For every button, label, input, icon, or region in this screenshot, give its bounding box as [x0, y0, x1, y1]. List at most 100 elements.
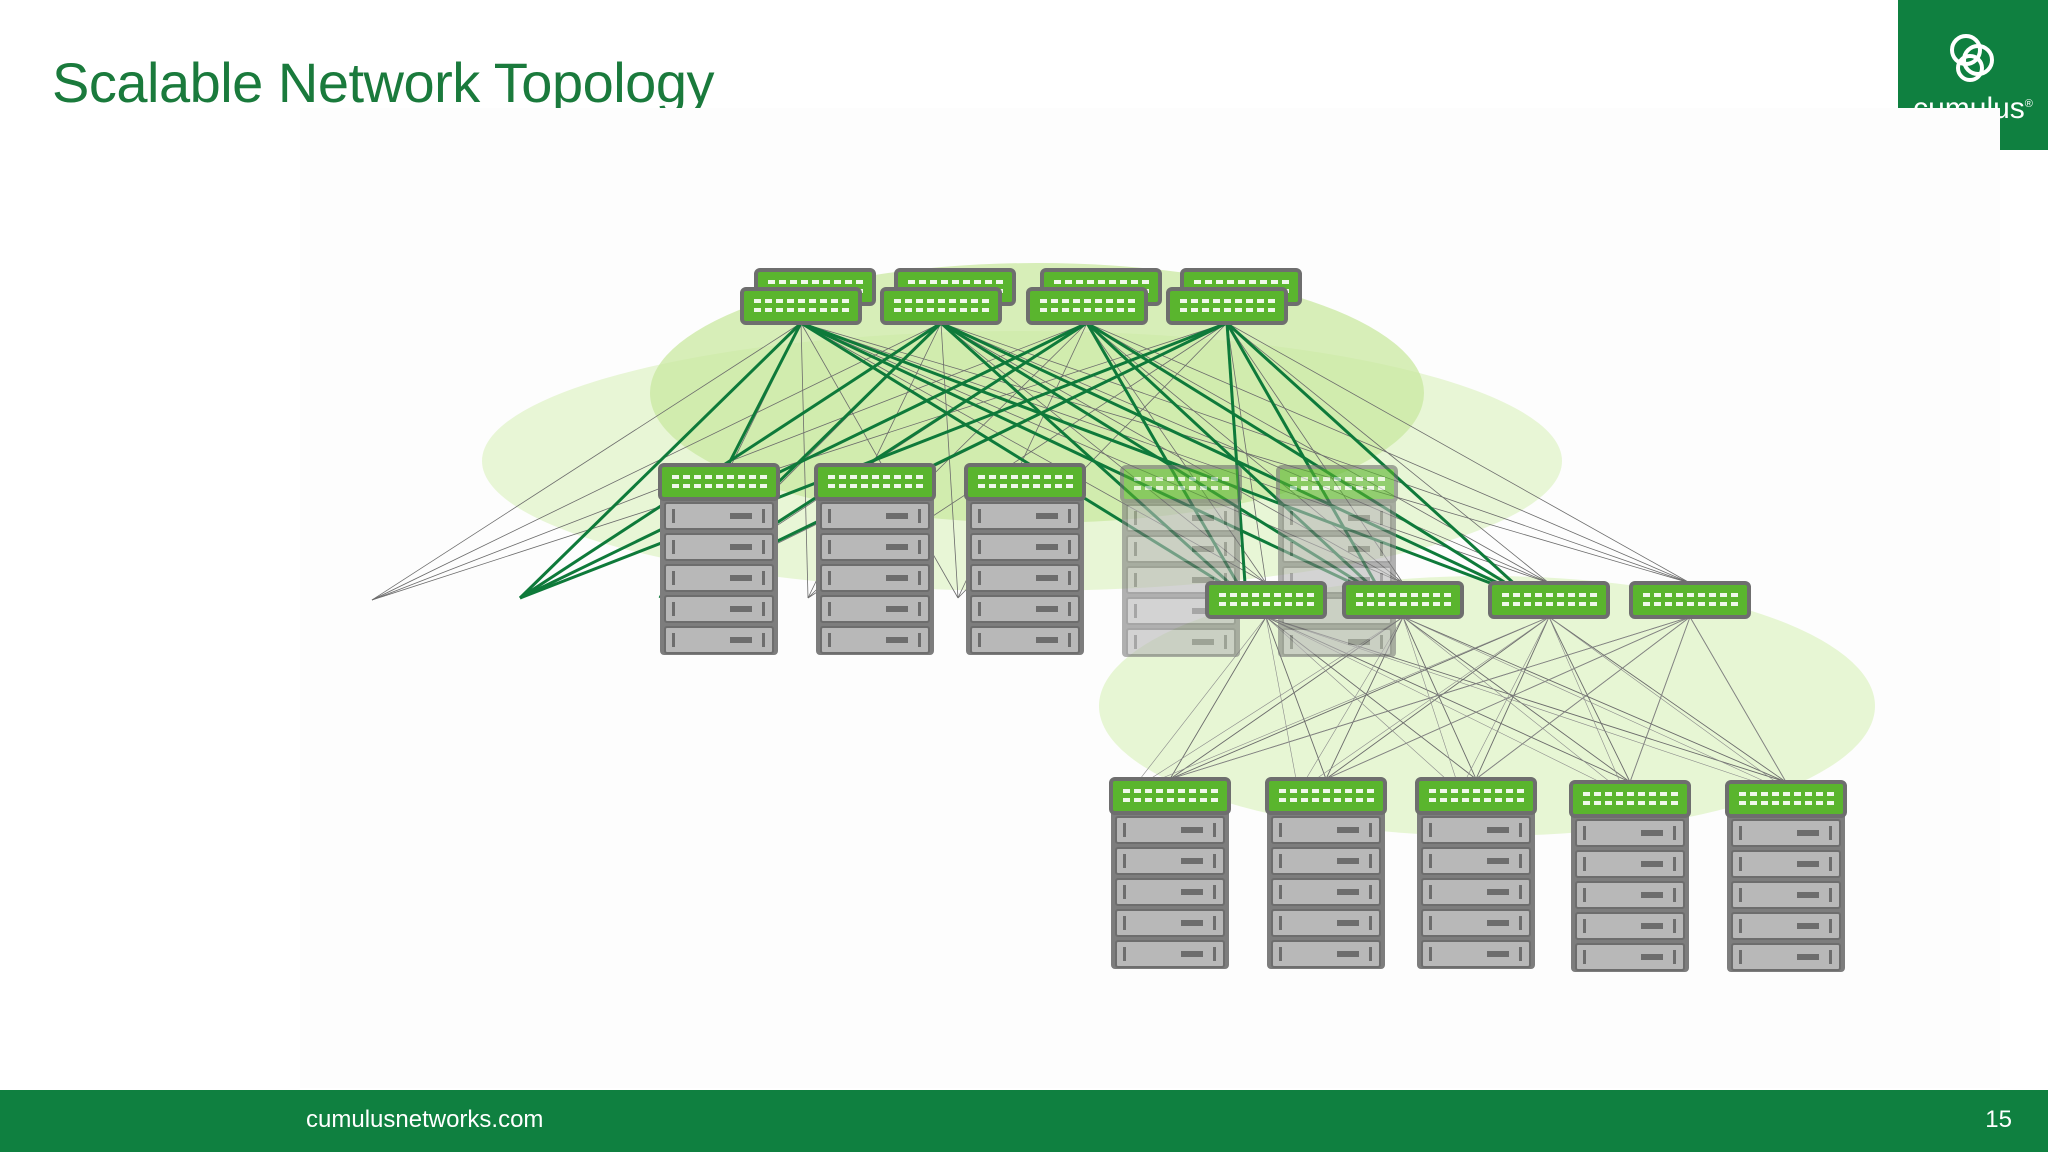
- pod1-rack-1-server-4: [664, 595, 774, 623]
- pod1-rack-1-server-1: [664, 502, 774, 530]
- pod1-rack-5-server-5: [1282, 628, 1392, 656]
- spine-4-uplink-1: [519, 321, 1228, 600]
- pod1-rack-3-tor-switch: [964, 463, 1086, 501]
- pod1-rack-3-server-3: [970, 564, 1080, 592]
- spine-switch-front-3: [1026, 287, 1148, 325]
- agg-1-to-pod2-alt-2: [1265, 616, 1297, 780]
- diagram-area: [300, 108, 2000, 1088]
- pod1-rack-2-server-5: [820, 626, 930, 654]
- spine-switch-front-1: [740, 287, 862, 325]
- spine-4-thin-agg-link-4: [1226, 322, 1691, 584]
- spine-1-thin-link-1: [371, 322, 802, 601]
- pod2-rack-3-server-1: [1421, 816, 1531, 844]
- pod1-rack-2: [814, 463, 936, 655]
- pod1-rack-1-server-5: [664, 626, 774, 654]
- agg-3-to-pod2-rack-5: [1548, 616, 1787, 783]
- pod2-rack-3-server-3: [1421, 878, 1531, 906]
- pod2-rack-3-server-4: [1421, 909, 1531, 937]
- spine-4-uplink-5: [1225, 321, 1532, 600]
- spine-1-uplink-1: [518, 321, 803, 600]
- pod2-rack-4-server-3: [1575, 881, 1685, 909]
- agg-2-to-pod2-rack-5: [1402, 616, 1787, 783]
- pod2-rack-2-server-2: [1271, 847, 1381, 875]
- pod2-rack-1-tor-switch: [1109, 777, 1231, 815]
- aggregation-switch-2: [1342, 581, 1464, 619]
- cumulus-rings-icon: [1950, 34, 1994, 82]
- pod1-rack-1-server-2: [664, 533, 774, 561]
- agg-3-to-pod2-alt-2: [1315, 616, 1550, 780]
- pod2-rack-3-server-2: [1421, 847, 1531, 875]
- pod1-rack-1: [658, 463, 780, 655]
- pod1-rack-2-server-4: [820, 595, 930, 623]
- pod1-rack-2-tor-switch: [814, 463, 936, 501]
- pod2-rack-1: [1109, 777, 1231, 969]
- agg-2-to-pod2-rack-3: [1402, 616, 1477, 780]
- agg-4-to-pod2-alt-2: [1325, 616, 1691, 780]
- pod1-rack-3-server-1: [970, 502, 1080, 530]
- pod2-rack-2-server-5: [1271, 940, 1381, 968]
- pod2-rack-1-server-1: [1115, 816, 1225, 844]
- agg-4-to-pod2-alt-4: [1629, 616, 1691, 783]
- pod2-rack-1-server-5: [1115, 940, 1225, 968]
- pod1-rack-3: [964, 463, 1086, 655]
- pod2-rack-4-server-2: [1575, 850, 1685, 878]
- pod1-rack-2-server-3: [820, 564, 930, 592]
- pod1-rack-3-server-4: [970, 595, 1080, 623]
- agg-1-to-pod2-rack-1: [1169, 616, 1267, 780]
- pod1-rack-2-server-1: [820, 502, 930, 530]
- page-number: 15: [1985, 1106, 2012, 1133]
- slide-title: Scalable Network Topology: [52, 51, 714, 114]
- pod1-rack-3-server-5: [970, 626, 1080, 654]
- pod2-rack-4-tor-switch: [1569, 780, 1691, 818]
- agg-3-to-pod2-rack-3: [1475, 616, 1550, 780]
- agg-1-to-pod2-alt-1: [1139, 616, 1267, 780]
- agg-4-to-pod2-alt-1: [1169, 616, 1691, 780]
- pod2-rack-3: [1415, 777, 1537, 969]
- pod2-rack-5-server-4: [1731, 912, 1841, 940]
- spine-1-thin-agg-link-3: [800, 322, 1550, 584]
- pod1-rack-4-server-1: [1126, 504, 1236, 532]
- pod2-rack-1-server-2: [1115, 847, 1225, 875]
- agg-4-to-pod2-alt-5: [1689, 616, 1787, 783]
- agg-3-to-pod2-alt-1: [1159, 616, 1550, 780]
- pod2-rack-4: [1569, 780, 1691, 972]
- pod1-rack-2-server-2: [820, 533, 930, 561]
- pod2-rack-5-server-2: [1731, 850, 1841, 878]
- spine-4-uplink-3: [1225, 322, 1248, 599]
- pod1-rack-5-tor-switch: [1276, 465, 1398, 503]
- pod1-rack-3-server-2: [970, 533, 1080, 561]
- spine-3-uplink-1: [519, 321, 1088, 600]
- pod1-rack-4-server-2: [1126, 535, 1236, 563]
- agg-2-to-pod2-rack-4: [1402, 616, 1631, 783]
- pod2-rack-4-server-1: [1575, 819, 1685, 847]
- spine-2-uplink-1: [519, 321, 942, 600]
- spine-switch-front-2: [880, 287, 1002, 325]
- pod1-rack-5: [1276, 465, 1398, 657]
- pod1-rack-5-server-1: [1282, 504, 1392, 532]
- pod2-rack-2-server-1: [1271, 816, 1381, 844]
- agg-4-to-pod2-alt-3: [1475, 616, 1691, 780]
- pod2-rack-5-server-3: [1731, 881, 1841, 909]
- pod2-rack-2: [1265, 777, 1387, 969]
- agg-3-to-pod2-alt-4: [1548, 616, 1621, 783]
- aggregation-switch-4: [1629, 581, 1751, 619]
- pod1-rack-4-tor-switch: [1120, 465, 1242, 503]
- pod1-rack-1-tor-switch: [658, 463, 780, 501]
- agg-3-to-pod2-rack-1: [1169, 616, 1550, 780]
- pod2-rack-2-server-4: [1271, 909, 1381, 937]
- pod2-rack-5-tor-switch: [1725, 780, 1847, 818]
- device-layer: [658, 268, 1847, 972]
- footer-url: cumulusnetworks.com: [306, 1106, 544, 1133]
- spine-switch-front-4: [1166, 287, 1288, 325]
- pod2-rack-3-tor-switch: [1415, 777, 1537, 815]
- spine-4-thin-agg-link-3: [1226, 322, 1550, 584]
- pod1-rack-4-server-5: [1126, 628, 1236, 656]
- pod1-rack-4: [1120, 465, 1242, 657]
- spine-3-uplink-5: [1086, 321, 1531, 600]
- footer-bar: cumulusnetworks.com 15: [0, 1090, 2048, 1152]
- agg-3-to-pod2-rack-4: [1548, 616, 1631, 783]
- pod2-rack-3-server-5: [1421, 940, 1531, 968]
- pod2-rack-4-server-4: [1575, 912, 1685, 940]
- pod1-rack-1-server-3: [664, 564, 774, 592]
- pod2-rack-1-server-3: [1115, 878, 1225, 906]
